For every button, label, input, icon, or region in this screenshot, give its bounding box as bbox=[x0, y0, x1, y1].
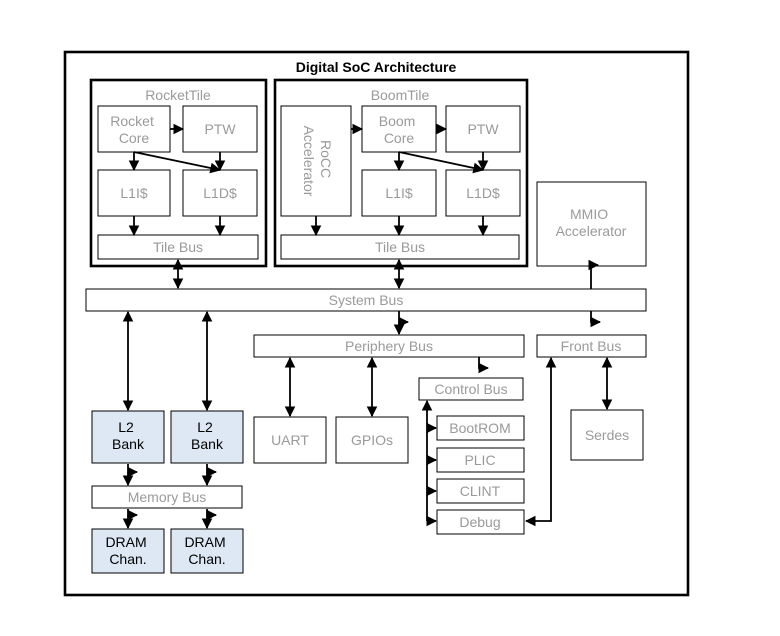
rocket-core-box bbox=[97, 105, 171, 153]
bootrom-label: BootROM bbox=[449, 420, 510, 436]
dram-channel-label: DRAM Chan. bbox=[184, 534, 229, 567]
l2-bank-line: L2 bbox=[197, 419, 213, 435]
rocc-accelerator-label: RoCC Accelerator bbox=[301, 126, 334, 197]
mmio-line: Accelerator bbox=[556, 223, 627, 239]
rocket-tile-label: RocketTile bbox=[145, 87, 211, 103]
rocket-l1i-label: L1I$ bbox=[120, 185, 147, 201]
front-bus-label: Front Bus bbox=[561, 338, 622, 354]
boom-core-label: Boom Core bbox=[379, 113, 419, 146]
connections bbox=[122, 123, 613, 530]
boom-l1d-box bbox=[445, 169, 521, 217]
arrow-periphery-to-control bbox=[478, 357, 490, 374]
dram-channel-label: DRAM Chan. bbox=[105, 534, 150, 567]
uart-label: UART bbox=[271, 432, 309, 448]
diagram-title: Digital SoC Architecture bbox=[296, 59, 457, 75]
plic-box bbox=[436, 447, 525, 473]
periphery-bus bbox=[253, 334, 525, 358]
dram-channel-box bbox=[170, 528, 244, 574]
arrow-system-to-frontbus bbox=[590, 311, 602, 328]
clint-label: CLINT bbox=[460, 483, 501, 499]
rocket-core-line: Core bbox=[119, 130, 150, 146]
system-bus-label: System Bus bbox=[329, 292, 404, 308]
mmio-accelerator-box bbox=[536, 181, 647, 267]
rocc-line: RoCC bbox=[318, 140, 334, 178]
arrow-core-to-l1d bbox=[398, 151, 485, 174]
boom-core-box bbox=[361, 105, 437, 153]
debug-box bbox=[436, 509, 525, 535]
serdes-box bbox=[570, 409, 644, 461]
dram-line: Chan. bbox=[109, 551, 146, 567]
l2-bank-line: Bank bbox=[112, 436, 145, 452]
l2-bank-label: L2 Bank bbox=[112, 419, 145, 452]
gpios-label: GPIOs bbox=[351, 432, 393, 448]
l2-bank-label: L2 Bank bbox=[191, 419, 224, 452]
boom-tile: BoomTile RoCC Accelerator Boom Core PTW … bbox=[273, 78, 529, 268]
rocket-l1d-label: L1D$ bbox=[203, 185, 237, 201]
periphery-bus-label: Periphery Bus bbox=[345, 338, 433, 354]
rocket-core-line: Rocket bbox=[110, 113, 154, 129]
dram-channel-box bbox=[91, 528, 165, 574]
boom-core-line: Core bbox=[384, 130, 415, 146]
dram-line: DRAM bbox=[105, 534, 146, 550]
plic-label: PLIC bbox=[464, 452, 495, 468]
front-bus bbox=[536, 334, 647, 358]
serdes-label: Serdes bbox=[585, 427, 629, 443]
boom-l1i-label: L1I$ bbox=[385, 185, 412, 201]
boom-tile-bus bbox=[280, 234, 520, 260]
rocc-accelerator-box bbox=[280, 105, 352, 217]
l2-bank-line: Bank bbox=[191, 436, 224, 452]
boom-l1i-box bbox=[361, 169, 437, 217]
dram-line: DRAM bbox=[184, 534, 225, 550]
rocc-line: Accelerator bbox=[301, 126, 317, 197]
control-bus-label: Control Bus bbox=[434, 381, 507, 397]
arrow-system-to-mmio bbox=[588, 259, 600, 289]
arrow-core-to-l1d bbox=[133, 151, 222, 174]
control-bus bbox=[418, 377, 524, 401]
boom-ptw-label: PTW bbox=[467, 121, 499, 137]
memory-bus bbox=[91, 485, 243, 509]
l2-bank-line: L2 bbox=[118, 419, 134, 435]
rocket-tile-bus-label: Tile Bus bbox=[153, 239, 203, 255]
boom-l1d-label: L1D$ bbox=[466, 185, 500, 201]
uart-box bbox=[253, 416, 327, 464]
rocket-tile: RocketTile Rocket Core PTW L1I$ L1D$ Til… bbox=[89, 78, 268, 268]
mmio-accelerator-label: MMIO Accelerator bbox=[556, 206, 627, 239]
gpios-box bbox=[335, 416, 409, 464]
boom-tile-bus-label: Tile Bus bbox=[375, 239, 425, 255]
system-bus bbox=[85, 288, 647, 312]
rocket-core-label: Rocket Core bbox=[110, 113, 157, 146]
dram-line: Chan. bbox=[188, 551, 225, 567]
boom-ptw-box bbox=[445, 105, 521, 153]
l2-bank-box bbox=[170, 410, 244, 464]
mmio-line: MMIO bbox=[570, 206, 608, 222]
debug-label: Debug bbox=[459, 514, 500, 530]
l2-bank-box bbox=[91, 410, 165, 464]
boom-tile-label: BoomTile bbox=[371, 87, 430, 103]
boom-core-line: Boom bbox=[379, 113, 416, 129]
rocket-ptw-label: PTW bbox=[204, 121, 236, 137]
arrow-debug-frontbus bbox=[524, 356, 557, 527]
rocket-ptw-box bbox=[182, 105, 258, 153]
memory-bus-label: Memory Bus bbox=[128, 489, 207, 505]
